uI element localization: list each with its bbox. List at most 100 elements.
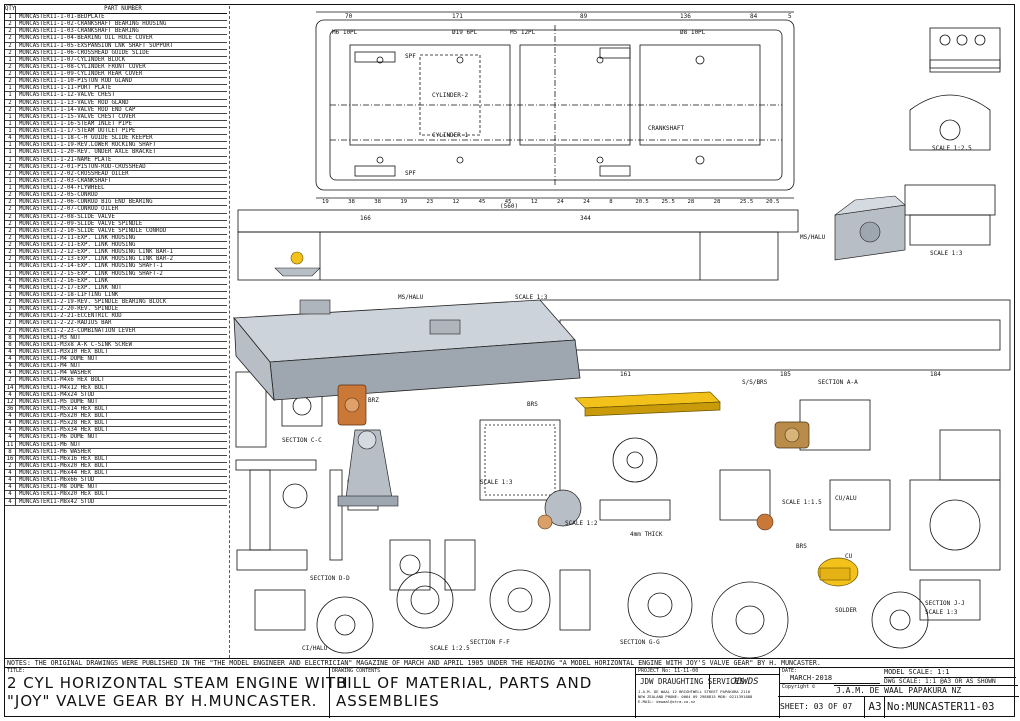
bom-qty: 2	[5, 299, 16, 306]
bom-part-number: MUNCASTER11-M8 DOME NUT	[19, 484, 98, 491]
row-dimension: 38	[374, 199, 381, 205]
bom-part-number: MUNCASTER11-2-23-COMBINATION LEVER	[19, 327, 136, 334]
bom-qty: 4	[5, 477, 16, 484]
bom-part-number: MUNCASTER11-2-09-SLIDE VALVE SPINDLE	[19, 220, 143, 227]
bom-part-number: MUNCASTER11-2-08-SLIDE VALVE	[19, 213, 115, 220]
contents-label: DRAWING CONTENTS	[332, 668, 381, 674]
row-dimension: 8	[609, 199, 613, 205]
label-m6-10pl: M6 10PL	[332, 29, 358, 36]
model-scale: MODEL SCALE: 1:1	[884, 668, 950, 676]
bom-part-number: MUNCASTER11-2-11-EXP. LINK HOUSING	[19, 234, 136, 241]
bom-part-number: MUNCASTER11-2-17-EXP. LINK NUT	[19, 284, 122, 291]
iso-small-bush	[756, 513, 774, 531]
bom-qty: 11	[5, 441, 16, 448]
iso-copper-bearing	[337, 384, 367, 426]
bom-part-number: MUNCASTER11-2-03-CRANKSHAFT	[19, 177, 112, 184]
bom-qty: 2	[5, 28, 16, 35]
row-dimension: 23	[426, 199, 433, 205]
row-dimension: 20.5	[766, 199, 779, 205]
row-dimension: 19	[400, 199, 407, 205]
bom-part-number: MUNCASTER11-2-01-PISTON-ROD-CROSSHEAD	[19, 163, 146, 170]
bom-divider-line	[229, 6, 230, 658]
sheet-border	[4, 4, 1015, 717]
label-section-dd: SECTION D-D	[310, 575, 350, 582]
bom-qty: 2	[5, 35, 16, 42]
bom-part-number: MUNCASTER11-M4 NUT	[19, 363, 81, 370]
bom-qty: 2	[5, 106, 16, 113]
bom-part-header: PART NUMBER	[104, 6, 142, 12]
bom-part-number: MUNCASTER11-M5x20 HEX BOLT	[19, 413, 109, 419]
bom-qty: 12	[5, 398, 16, 405]
bom-part-number: MUNCASTER11-1-10-PISTON ROD GLAND	[19, 78, 132, 85]
label-d19-6pl: Ø19 6PL	[452, 29, 478, 36]
bom-part-number: MUNCASTER11-2-12-EXP. LINK HOUSING LINK …	[19, 249, 174, 256]
label-brz-1: BRZ	[368, 397, 379, 404]
bom-qty: 2	[5, 49, 16, 56]
bom-part-number: MUNCASTER11-1-21-NAME PLATE	[19, 156, 112, 163]
bom-part-number: MUNCASTER11-2-18-LIFTING LINK	[19, 291, 119, 298]
label-section-aa: SECTION A-A	[818, 379, 858, 386]
drawing-notes: NOTES: THE ORIGINAL DRAWINGS WERE PUBLIS…	[5, 658, 1015, 667]
dim-560: (560)	[500, 203, 518, 210]
title-line-1: 2 CYL HORIZONTAL STEAM ENGINE WITH	[7, 674, 349, 692]
row-dimension: 25.5	[740, 199, 753, 205]
bom-qty: 4	[5, 413, 16, 420]
label-cylinder-1: CYLINDER-1	[432, 132, 469, 139]
bom-qty: 2	[5, 71, 16, 78]
title-line-2: "JOY" VALVE GEAR BY H.MUNCASTER.	[7, 692, 318, 710]
bom-qty: 2	[5, 242, 16, 249]
bom-qty: 2	[5, 78, 16, 85]
drawing-date: MARCH-2018	[790, 674, 833, 682]
label-m5-12pl: M5 12PL	[510, 29, 536, 36]
bom-part-number: MUNCASTER11-1-15-VALVE CHEST COVER	[19, 113, 136, 120]
bom-qty: 4	[5, 434, 16, 441]
bom-part-number: MUNCASTER11-M6x66 STUD	[19, 477, 95, 484]
drawing-scale: DWG SCALE: 1:1 @A3 OR AS SHOWN	[884, 677, 1016, 686]
bom-qty: 16	[5, 455, 16, 462]
label-cu: CU	[845, 553, 853, 560]
bom-qty: 2	[5, 42, 16, 49]
bom-part-number: MUNCASTER11-2-04-FLYWHEEL	[19, 185, 105, 191]
iso-bronze-bush	[774, 421, 810, 449]
label-scale-13-3: SCALE 1:3	[480, 479, 513, 486]
bom-qty: 2	[5, 163, 16, 170]
bom-qty: 1	[5, 128, 16, 135]
sheet-number: SHEET: 03 OF 07	[778, 696, 866, 718]
bom-qty: 1	[5, 85, 16, 92]
bom-part-number: MUNCASTER11-2-02-CROSSHEAD OILER	[19, 170, 129, 177]
bom-part-number: MUNCASTER11-1-09-CYLINDER REAR COVER	[19, 71, 143, 77]
company-address-1: J.A.M. DE WAAL 12 BRIGHTWELL STREET PAPA…	[638, 689, 751, 694]
bom-part-number: MUNCASTER11-1-01-BEDPLATE	[19, 14, 105, 20]
bom-qty: 4	[5, 420, 16, 427]
bom-part-number: MUNCASTER11-M5x34 HEX BOLT	[19, 427, 109, 434]
bom-qty: 2	[5, 99, 16, 106]
iso-bedplate	[233, 299, 581, 402]
bom-qty: 36	[5, 405, 16, 412]
bom-part-number: MUNCASTER11-M6x20 HEX BOLT	[19, 462, 109, 469]
bom-qty: 1	[5, 306, 16, 313]
